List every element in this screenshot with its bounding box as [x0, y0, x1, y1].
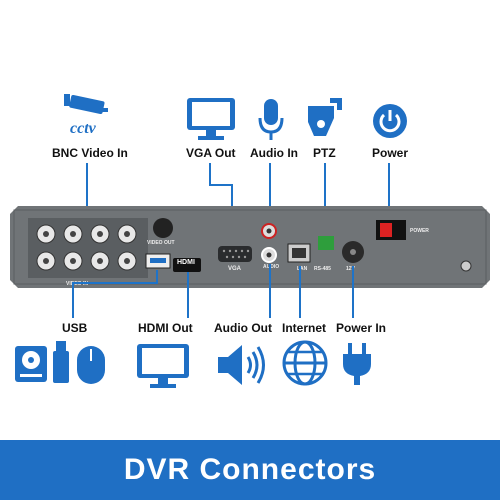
speaker-icon: [218, 345, 265, 385]
panel-text-audio: AUDIO: [263, 264, 280, 270]
line-hdmi-v: [187, 272, 189, 318]
power-icon: [373, 104, 407, 138]
label-power-in: Power In: [336, 321, 387, 335]
line-audio-in: [269, 163, 271, 221]
line-vga-h: [209, 184, 233, 186]
panel-text-12v: 12V: [346, 266, 355, 272]
line-usb-h: [72, 282, 158, 284]
label-power: Power: [372, 146, 409, 160]
label-audio-out: Audio Out: [214, 321, 272, 335]
label-hdmi-out: HDMI Out: [138, 321, 193, 335]
line-power: [388, 163, 390, 221]
panel-text-video-in: VIDEO IN: [66, 281, 88, 287]
line-vga-v1: [209, 163, 211, 185]
label-usb: USB: [62, 321, 88, 335]
monitor-icon: [187, 98, 235, 140]
label-vga-out: VGA Out: [186, 146, 236, 160]
label-internet: Internet: [282, 321, 327, 335]
footer-banner: DVR Connectors: [0, 440, 500, 500]
globe-icon: [282, 340, 328, 386]
line-bnc: [86, 163, 88, 218]
dvr-rear-panel: [10, 206, 490, 288]
line-usb-v: [156, 270, 158, 284]
line-usb-v2: [72, 282, 74, 318]
cctv-text: cctv: [70, 120, 96, 137]
label-audio-in: Audio In: [250, 146, 298, 160]
panel-text-lan: LAN: [297, 266, 308, 272]
monitor-icon: [137, 344, 189, 388]
ptz-camera-icon: [308, 98, 342, 136]
label-ptz: PTZ: [313, 146, 336, 160]
cctv-camera-icon: [64, 94, 108, 115]
label-bnc-video-in: BNC Video In: [52, 146, 128, 160]
hard-drive-icon: [15, 346, 47, 382]
line-ptz: [324, 163, 326, 241]
panel-text-hdmi: HDMI: [177, 259, 195, 266]
panel-text-video-out: VIDEO OUT: [147, 240, 175, 246]
banner-title: DVR Connectors: [123, 453, 377, 486]
microphone-icon: [258, 99, 284, 140]
mouse-icon: [77, 346, 105, 384]
line-power-in: [352, 266, 354, 318]
usb-stick-icon: [53, 341, 69, 383]
panel-text-vga: VGA: [228, 266, 242, 272]
line-internet: [299, 266, 301, 318]
panel-text-power: POWER: [410, 228, 429, 234]
line-audio-out: [269, 264, 271, 318]
panel-text-rs485: RS-485: [314, 266, 331, 272]
plug-icon: [343, 343, 371, 385]
